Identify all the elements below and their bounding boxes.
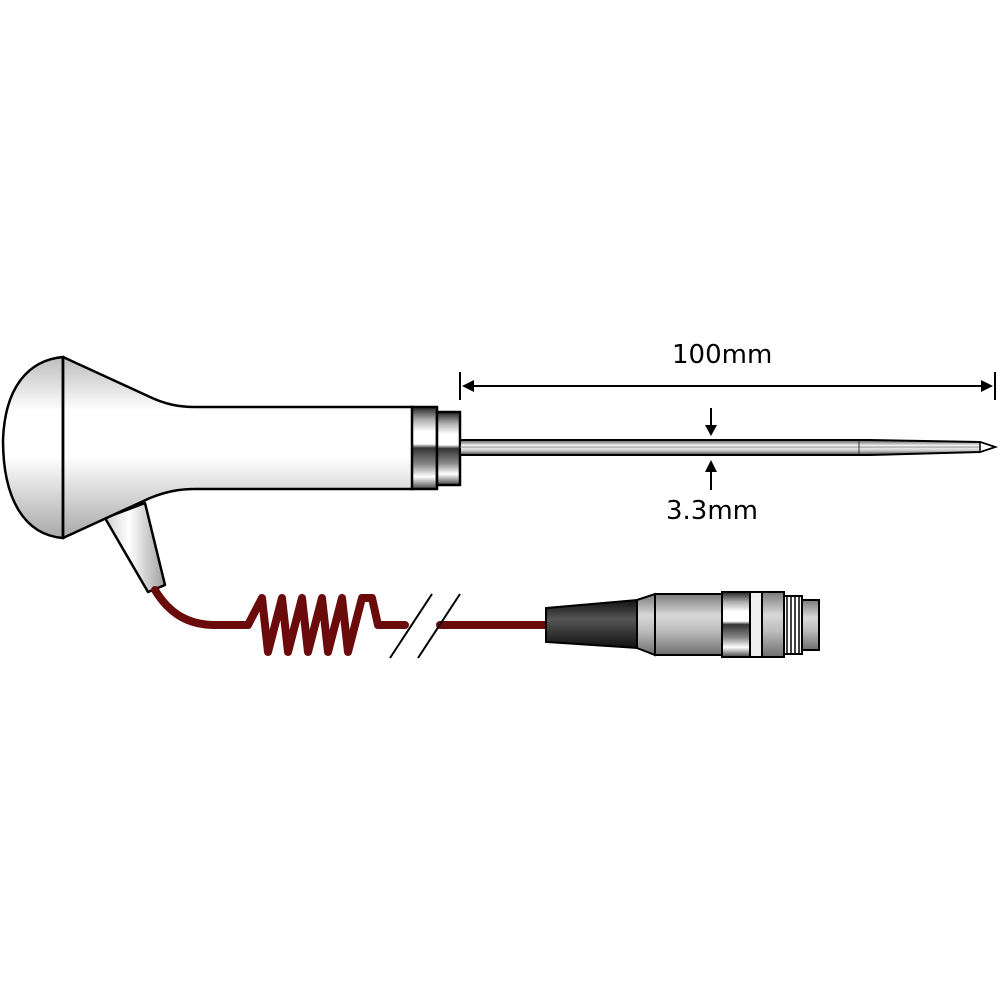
diameter-label: 3.3mm (666, 496, 759, 526)
probe-needle (459, 439, 999, 456)
cable-strain-relief (103, 501, 167, 594)
probe-collar (410, 405, 462, 491)
probe-handle (1, 355, 415, 540)
connector-plug (545, 591, 820, 658)
coiled-cable (151, 586, 552, 656)
length-dimension (459, 372, 996, 400)
diameter-dimension (705, 408, 717, 490)
cable-break-marks (389, 593, 461, 659)
length-label: 100mm (672, 340, 773, 370)
